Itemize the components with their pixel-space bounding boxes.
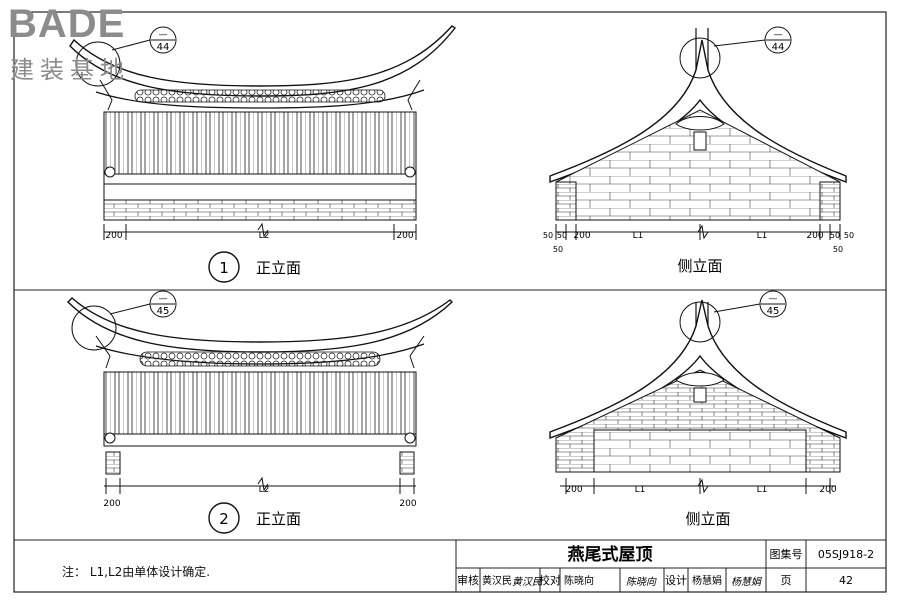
bade-logo: BADE	[8, 2, 126, 46]
side1-dim-6: 200	[806, 231, 823, 241]
sig-design-signature: 杨慧娟	[731, 576, 762, 588]
front1-ref-bottom: 44	[157, 42, 170, 53]
sig-design-name: 杨慧娟	[692, 574, 722, 587]
side-elevation-2: — 45 200 L1 L1 200 侧立面	[549, 290, 847, 528]
front2-number: 2	[219, 510, 229, 528]
bade-logo-subtitle: 建装基地	[10, 56, 130, 84]
front2-dim-mid: L2	[259, 485, 270, 495]
front2-dim-right: 200	[399, 499, 416, 509]
side1-ref-bottom: 44	[772, 42, 785, 53]
side2-ref-top: —	[769, 294, 778, 304]
side1-dim-2: 50	[557, 231, 567, 240]
sig-check-label: 校对	[539, 573, 561, 587]
front-elevation-1: — 44 200 L2 200 1 正立面	[69, 25, 457, 283]
front2-ref-bottom: 45	[157, 306, 170, 317]
front2-dim-left: 200	[103, 499, 120, 509]
side2-dim-1: 200	[565, 485, 582, 495]
sig-review-label: 审核	[457, 573, 479, 587]
front2-title: 正立面	[256, 510, 301, 528]
sig-check-name: 陈晓向	[564, 574, 594, 587]
front1-title: 正立面	[256, 259, 301, 277]
front1-dim-right: 200	[396, 231, 413, 241]
side1-dim-7: 50	[830, 231, 840, 240]
drawing-title: 燕尾式屋顶	[568, 544, 653, 565]
page-label: 页	[781, 574, 792, 587]
side2-dim-2: L1	[635, 485, 646, 495]
front1-dim-mid: L2	[259, 231, 270, 241]
side1-dim-sub-left: 50	[553, 245, 563, 254]
front2-ref-top: —	[159, 294, 168, 304]
front1-number: 1	[219, 259, 229, 277]
atlas-label: 图集号	[770, 547, 803, 561]
side1-dim-5: L1	[757, 231, 768, 241]
side2-dim-3: L1	[757, 485, 768, 495]
sheet-border	[13, 11, 887, 593]
side2-title: 侧立面	[685, 510, 730, 528]
atlas-number: 05SJ918-2	[818, 548, 874, 561]
side1-dim-sub-right: 50	[833, 245, 843, 254]
front1-ref-top: —	[159, 30, 168, 40]
side1-ref-top: —	[774, 30, 783, 40]
front1-dim-left: 200	[105, 231, 122, 241]
side1-dim-4: L1	[633, 231, 644, 241]
side-elevation-1: — 44 50 50 200 L1 L1 200 50 50 50 50 侧立面	[543, 26, 854, 275]
design-note: 注： L1,L2由单体设计确定.	[62, 565, 211, 579]
side1-dim-8: 50	[844, 231, 854, 240]
side1-dim-3: 200	[573, 231, 590, 241]
side2-ref-bottom: 45	[767, 306, 780, 317]
front-elevation-2: — 45 200 L2 200 2 正立面	[67, 290, 454, 534]
side1-dim-1: 50	[543, 231, 553, 240]
page-number: 42	[839, 574, 853, 587]
sig-design-label: 设计	[665, 574, 687, 587]
sig-check-signature: 陈晓向	[626, 576, 657, 588]
sig-review-name: 黄汉民	[482, 574, 512, 587]
sig-review-signature: 黄汉民	[512, 576, 543, 588]
side2-dim-4: 200	[819, 485, 836, 495]
title-block	[455, 540, 886, 592]
side1-title: 侧立面	[677, 257, 722, 275]
